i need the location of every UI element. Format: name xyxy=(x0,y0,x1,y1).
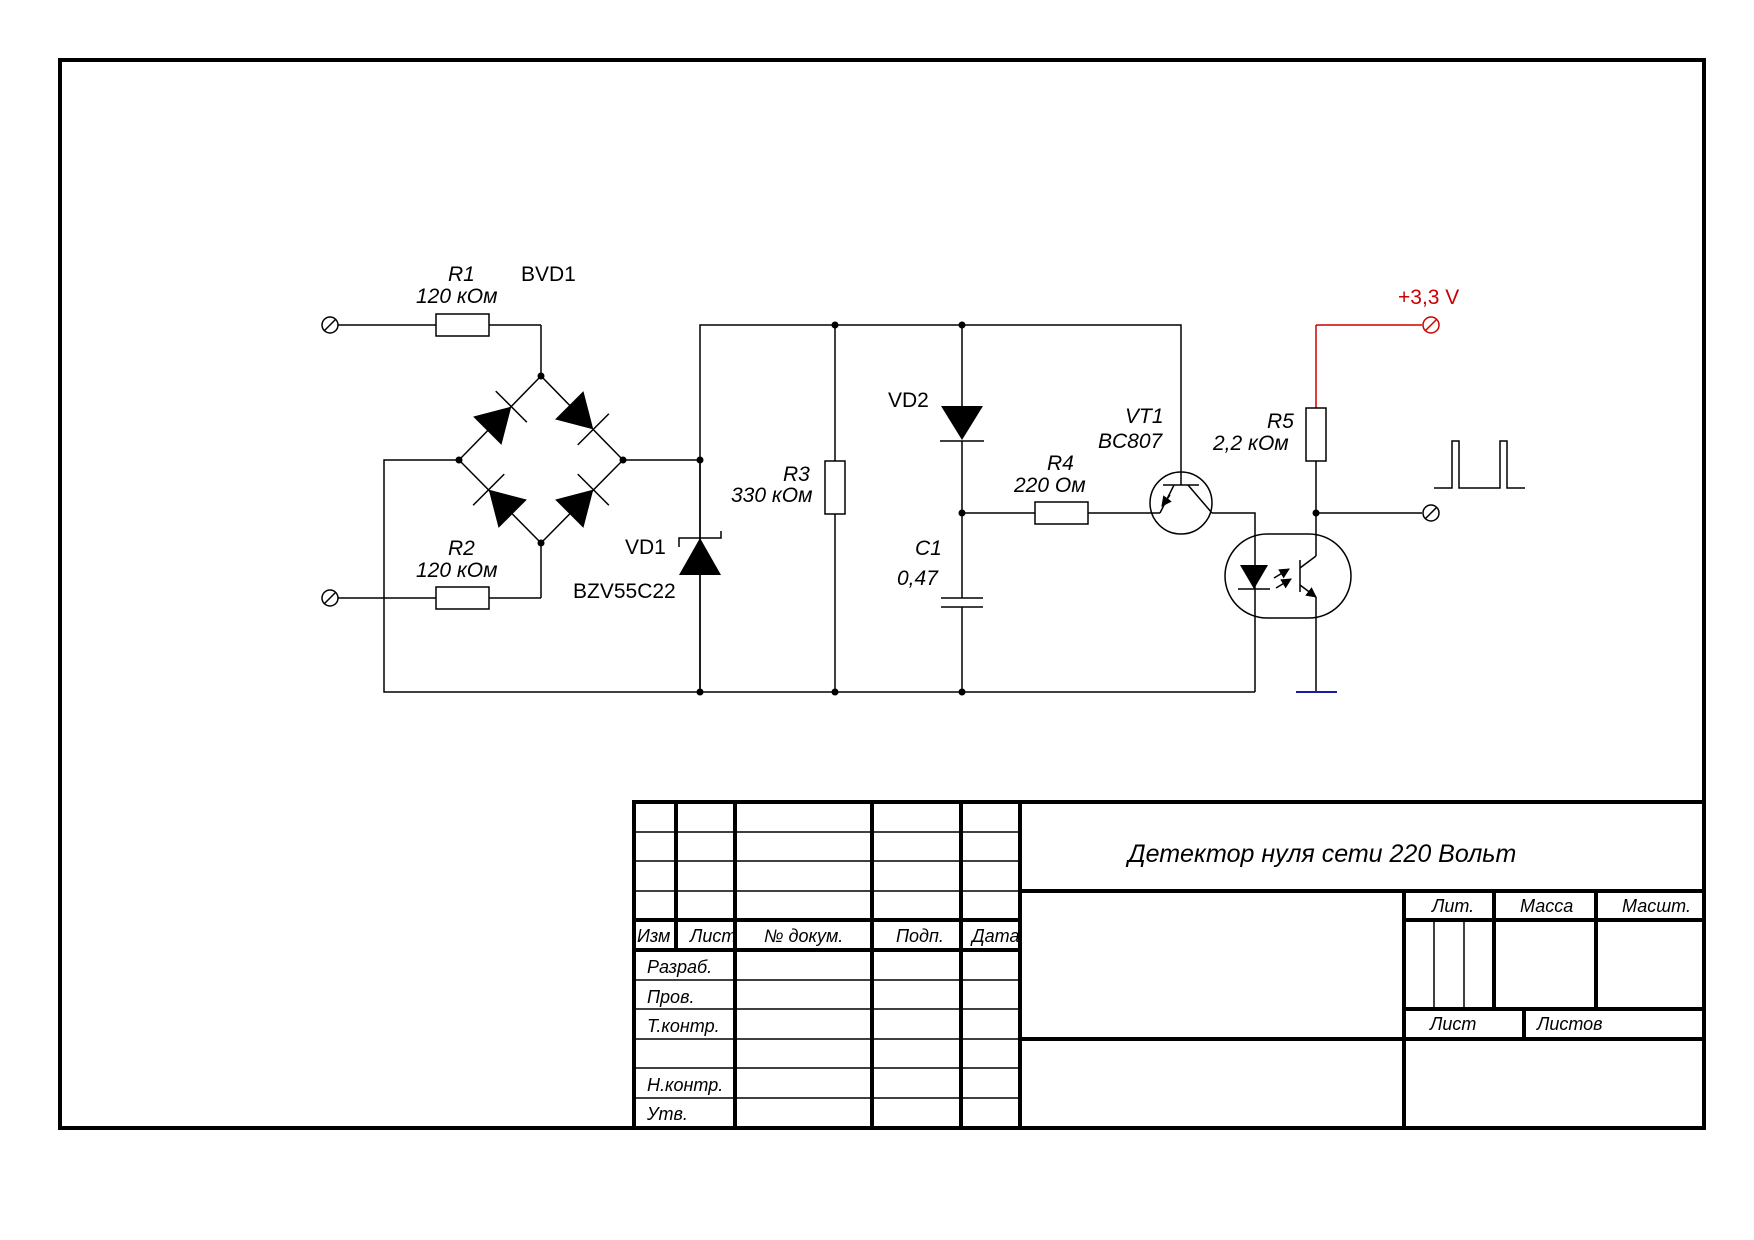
optocoupler xyxy=(1224,533,1352,692)
r4-value: 220 Ом xyxy=(1013,474,1086,497)
lit-label: Лит. xyxy=(1431,896,1474,916)
r5-value: 2,2 кОм xyxy=(1212,432,1289,455)
r2-ref: R2 xyxy=(448,537,475,560)
sheets-label: Листов xyxy=(1536,1014,1603,1034)
bridge-ref: BVD1 xyxy=(521,263,576,286)
r1-value: 120 кОм xyxy=(416,285,498,308)
r3-value: 330 кОм xyxy=(731,484,813,507)
role-tech-control: Т.контр. xyxy=(647,1016,720,1036)
role-checked: Пров. xyxy=(647,987,694,1007)
input-terminal-top xyxy=(321,316,339,334)
drawing-frame xyxy=(58,58,1706,1130)
drawing-title: Детектор нуля сети 220 Вольт xyxy=(1125,840,1516,868)
r1-ref: R1 xyxy=(448,263,475,286)
r3-ref: R3 xyxy=(783,463,810,486)
r2-value: 120 кОм xyxy=(416,559,498,582)
role-developer: Разраб. xyxy=(647,957,712,977)
col-list: Лист xyxy=(689,926,736,946)
vd2-ref: VD2 xyxy=(888,389,929,412)
zener-vd1 xyxy=(678,460,722,692)
vd1-part: BZV55C22 xyxy=(573,580,676,603)
resistor-r1 xyxy=(338,313,542,376)
r5-ref: R5 xyxy=(1267,410,1294,433)
mass-label: Масса xyxy=(1520,896,1573,916)
sheet-label: Лист xyxy=(1429,1014,1476,1034)
col-date: Дата xyxy=(970,926,1020,946)
supply-label: +3,3 V xyxy=(1398,286,1459,309)
resistor-r4 xyxy=(962,501,1151,525)
vt1-part: BC807 xyxy=(1098,430,1164,453)
vt1-ref: VT1 xyxy=(1125,405,1164,428)
col-izm: Изм xyxy=(637,926,670,946)
role-norm-control: Н.контр. xyxy=(647,1075,723,1095)
input-terminal-bottom xyxy=(321,589,339,607)
title-block xyxy=(632,800,1706,1130)
output-terminal xyxy=(1422,504,1440,522)
resistor-r3 xyxy=(824,321,846,696)
c1-ref: C1 xyxy=(915,537,942,560)
circuit: R1 120 кОм BVD1 R2 120 кОм xyxy=(321,263,1525,696)
scale-label: Масшт. xyxy=(1622,896,1691,916)
output-pulse-waveform xyxy=(1434,440,1525,489)
capacitor-c1 xyxy=(941,509,983,696)
r4-ref: R4 xyxy=(1047,452,1074,475)
supply-terminal xyxy=(1422,316,1440,334)
transistor-vt1 xyxy=(1149,471,1256,692)
resistor-r2 xyxy=(338,543,542,610)
c1-value: 0,47 xyxy=(897,567,939,590)
role-approved: Утв. xyxy=(646,1104,688,1124)
vd1-ref: VD1 xyxy=(625,536,666,559)
resistor-r5 xyxy=(1305,324,1422,534)
diode-bridge xyxy=(455,372,627,547)
diode-vd2 xyxy=(940,321,984,513)
col-signature: Подп. xyxy=(896,926,944,946)
col-doc-number: № докум. xyxy=(764,926,843,946)
